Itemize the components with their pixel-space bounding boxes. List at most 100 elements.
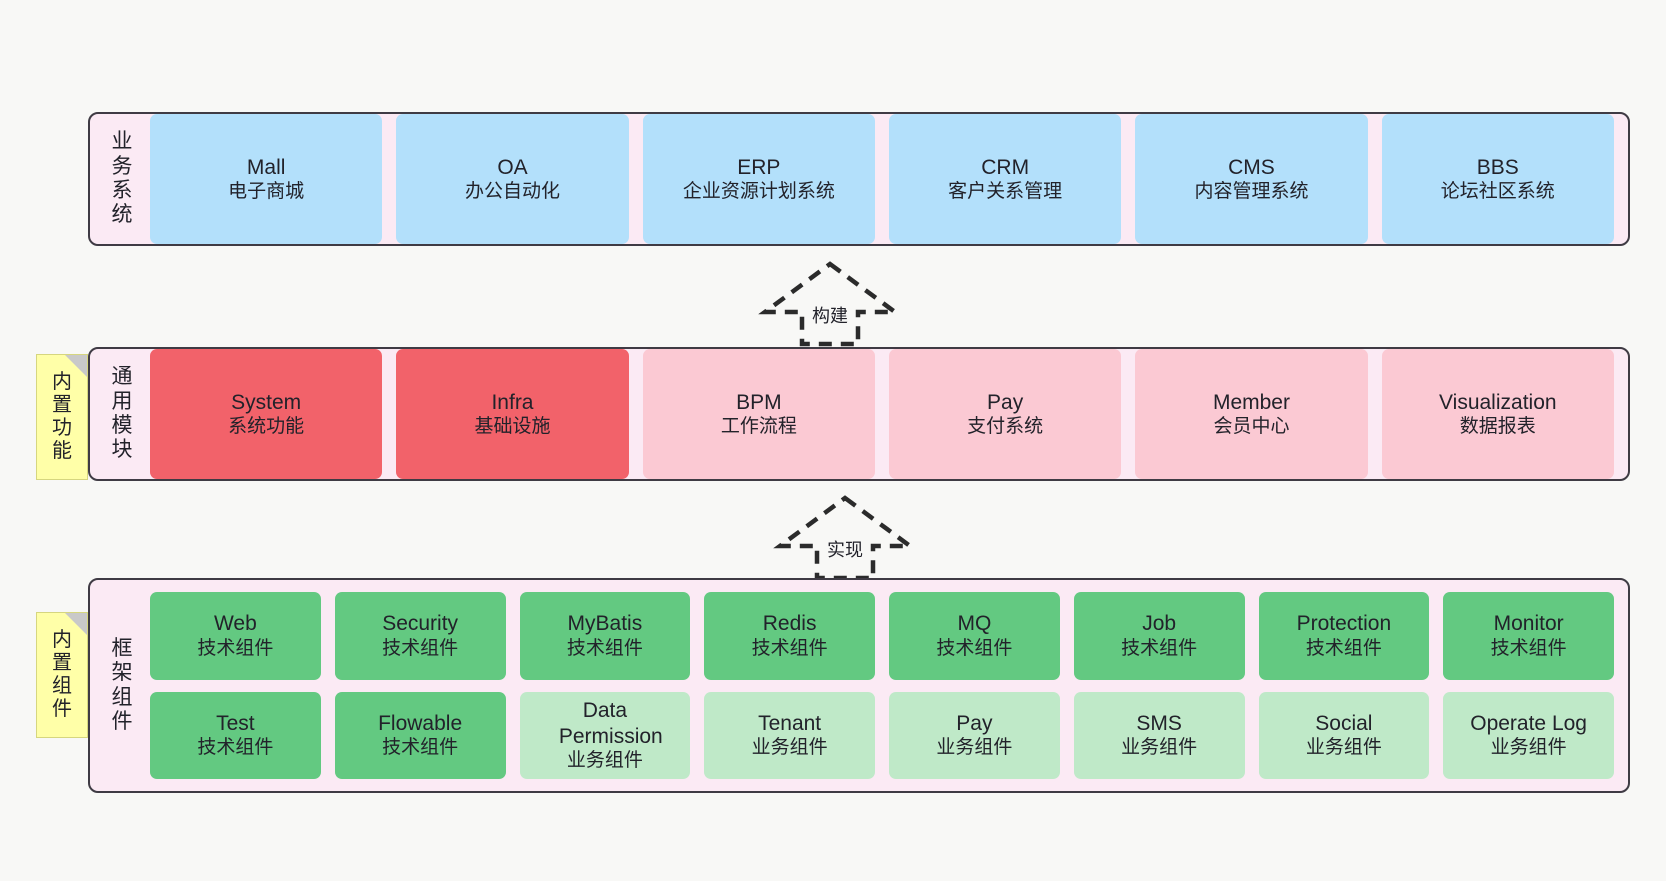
card-title-cn: 论坛社区系统 <box>1440 181 1555 203</box>
card-title-en: Visualization <box>1439 390 1557 414</box>
card-title-cn: 基础设施 <box>474 416 551 438</box>
connector-build: 构建 <box>755 258 905 350</box>
connector-implement: 实现 <box>770 492 920 584</box>
connector-label-implement: 实现 <box>825 536 865 562</box>
layer-common-module: 通用模块 System 系统功能 Infra 基础设施 BPM 工作流程 Pay… <box>88 347 1630 481</box>
card-title-cn: 技术组件 <box>1121 637 1198 659</box>
card-pay[interactable]: Pay 支付系统 <box>888 349 1122 479</box>
note-fold-corner-icon <box>65 355 87 377</box>
card-title-en: OA <box>497 155 528 179</box>
card-title-cn: 内容管理系统 <box>1194 181 1309 203</box>
card-title-cn: 技术组件 <box>197 637 274 659</box>
card-title-cn: 技术组件 <box>197 737 274 759</box>
note-builtin-function: 内置功能 <box>36 354 88 480</box>
card-title-en: BBS <box>1476 155 1519 179</box>
card-title-cn: 业务组件 <box>566 750 643 772</box>
layer-title-business-system: 业务系统 <box>111 130 133 227</box>
card-title-en: Operate Log <box>1470 711 1587 735</box>
card-title-cn: 会员中心 <box>1213 416 1290 438</box>
card-title-en: System <box>231 390 302 414</box>
card-oa[interactable]: OA 办公自动化 <box>396 114 629 244</box>
card-title-en: Mall <box>246 155 286 179</box>
card-title-en: Member <box>1212 390 1290 414</box>
card-title-en: Redis <box>762 612 817 636</box>
card-title-cn: 办公自动化 <box>464 181 560 203</box>
card-title-en: MQ <box>957 612 992 636</box>
card-title-en: Test <box>216 711 255 735</box>
card-erp[interactable]: ERP 企业资源计划系统 <box>642 114 875 244</box>
card-title-en: CMS <box>1228 155 1275 179</box>
card-title-en: Web <box>213 612 257 636</box>
layer-title-common-module: 通用模块 <box>111 365 133 462</box>
card-title-cn: 技术组件 <box>1490 637 1567 659</box>
note-builtin-component: 内置组件 <box>36 612 88 738</box>
card-title-en: Flowable <box>378 711 463 735</box>
card-title-en: Monitor <box>1493 612 1564 636</box>
card-title-cn: 技术组件 <box>382 737 459 759</box>
card-crm[interactable]: CRM 客户关系管理 <box>888 114 1122 244</box>
card-monitor[interactable]: Monitor 技术组件 <box>1443 592 1614 680</box>
card-title-en: Data Permission <box>558 699 663 748</box>
card-test[interactable]: Test 技术组件 <box>150 691 321 779</box>
generalization-arrow-icon <box>758 261 902 347</box>
card-title-cn: 业务组件 <box>1490 737 1567 759</box>
card-visualization[interactable]: Visualization 数据报表 <box>1381 349 1614 479</box>
card-member[interactable]: Member 会员中心 <box>1135 349 1368 479</box>
card-protection[interactable]: Protection 技术组件 <box>1258 592 1430 680</box>
card-operate-log[interactable]: Operate Log 业务组件 <box>1443 691 1614 779</box>
card-pay-business[interactable]: Pay 业务组件 <box>889 691 1060 779</box>
card-title-en: Infra <box>491 390 534 414</box>
card-row-business-components: Test 技术组件 Flowable 技术组件 Data Permission … <box>150 691 1614 779</box>
card-title-cn: 业务组件 <box>751 737 828 759</box>
card-security[interactable]: Security 技术组件 <box>334 592 506 680</box>
card-system[interactable]: System 系统功能 <box>150 349 383 479</box>
card-title-en: Job <box>1142 612 1177 636</box>
card-title-cn: 数据报表 <box>1459 416 1536 438</box>
card-data-permission[interactable]: Data Permission 业务组件 <box>519 691 691 779</box>
card-title-cn: 电子商城 <box>228 181 305 203</box>
card-title-en: Security <box>382 612 459 636</box>
card-web[interactable]: Web 技术组件 <box>150 592 321 680</box>
layer-title-framework-component: 框架组件 <box>111 636 133 733</box>
card-grid-framework-component: Web 技术组件 Security 技术组件 MyBatis 技术组件 Redi… <box>146 580 1628 791</box>
card-flowable[interactable]: Flowable 技术组件 <box>334 691 506 779</box>
card-title-en: ERP <box>737 155 781 179</box>
card-title-en: MyBatis <box>567 612 643 636</box>
card-title-en: Social <box>1315 711 1373 735</box>
card-tenant[interactable]: Tenant 业务组件 <box>704 691 875 779</box>
card-sms[interactable]: SMS 业务组件 <box>1073 691 1245 779</box>
layer-framework-component: 框架组件 Web 技术组件 Security 技术组件 MyBatis 技术组件… <box>88 578 1630 793</box>
note-fold-corner-icon <box>65 613 87 635</box>
card-title-en: CRM <box>981 155 1030 179</box>
card-mybatis[interactable]: MyBatis 技术组件 <box>519 592 691 680</box>
card-infra[interactable]: Infra 基础设施 <box>396 349 629 479</box>
card-bbs[interactable]: BBS 论坛社区系统 <box>1381 114 1614 244</box>
card-mall[interactable]: Mall 电子商城 <box>150 114 383 244</box>
note-label: 内置功能 <box>52 370 72 463</box>
card-row-common-module: System 系统功能 Infra 基础设施 BPM 工作流程 Pay 支付系统… <box>146 349 1628 479</box>
card-title-cn: 业务组件 <box>1305 737 1382 759</box>
card-title-en: SMS <box>1136 711 1182 735</box>
note-label: 内置组件 <box>52 628 72 721</box>
card-title-en: Tenant <box>758 711 822 735</box>
card-redis[interactable]: Redis 技术组件 <box>704 592 875 680</box>
card-job[interactable]: Job 技术组件 <box>1073 592 1245 680</box>
card-title-cn: 客户关系管理 <box>948 181 1063 203</box>
card-title-cn: 企业资源计划系统 <box>682 181 835 203</box>
card-cms[interactable]: CMS 内容管理系统 <box>1135 114 1368 244</box>
card-title-cn: 技术组件 <box>936 637 1013 659</box>
card-title-cn: 技术组件 <box>1305 637 1382 659</box>
card-title-en: BPM <box>736 390 782 414</box>
card-title-cn: 系统功能 <box>228 416 305 438</box>
card-title-cn: 技术组件 <box>382 637 459 659</box>
card-row-tech-components: Web 技术组件 Security 技术组件 MyBatis 技术组件 Redi… <box>150 592 1614 680</box>
card-title-cn: 支付系统 <box>967 416 1044 438</box>
card-social[interactable]: Social 业务组件 <box>1258 691 1430 779</box>
card-bpm[interactable]: BPM 工作流程 <box>642 349 875 479</box>
connector-label-build: 构建 <box>810 302 850 328</box>
layer-business-system: 业务系统 Mall 电子商城 OA 办公自动化 ERP 企业资源计划系统 CRM… <box>88 112 1630 246</box>
card-mq[interactable]: MQ 技术组件 <box>889 592 1060 680</box>
card-title-en: Protection <box>1296 612 1392 636</box>
card-title-cn: 业务组件 <box>936 737 1013 759</box>
